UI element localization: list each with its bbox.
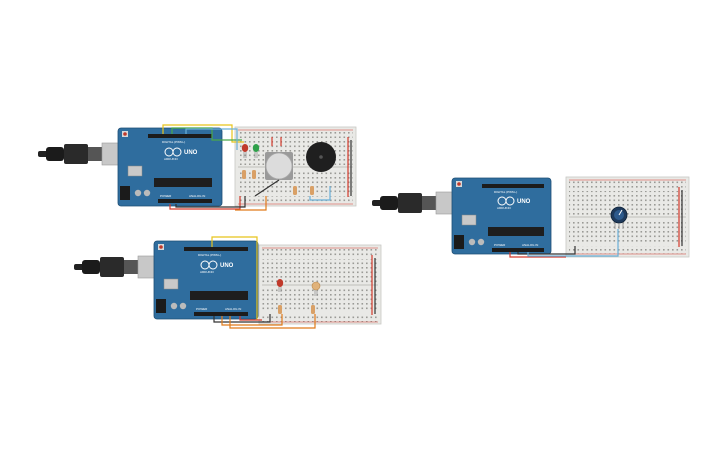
arduino-uno-board[interactable]: DIGITAL (PWM~) UNO ARDUINO POWER ANALOG … [451, 177, 552, 255]
power-label: POWER [160, 194, 172, 198]
photoresistor[interactable] [311, 281, 321, 296]
circuit-3[interactable]: DIGITAL (PWM~) UNO ARDUINO POWER ANALOG … [372, 176, 690, 258]
board-model: UNO [184, 150, 198, 156]
red-led[interactable] [276, 279, 284, 292]
analog-header[interactable] [492, 248, 544, 252]
red-led[interactable] [241, 144, 249, 158]
piezo-buzzer[interactable] [306, 142, 336, 172]
power-jack[interactable] [120, 186, 130, 200]
microcontroller-chip [190, 291, 248, 300]
circuit-1[interactable]: DIGITAL (PWM~) UNO ARDUINO POWER ANALOG … [38, 124, 357, 211]
usb-cable[interactable] [74, 255, 165, 279]
reset-button[interactable] [123, 132, 127, 136]
analog-header[interactable] [158, 199, 212, 203]
arduino-uno-board[interactable]: DIGITAL (PWM~) UNO ARDUINO POWER ANALOG … [153, 240, 259, 320]
digital-label: DIGITAL (PWM~) [198, 253, 221, 257]
usb-cable[interactable] [372, 191, 463, 215]
microcontroller-chip [154, 178, 212, 187]
board-model: UNO [517, 199, 531, 205]
power-label: POWER [494, 243, 506, 247]
digital-header[interactable] [148, 134, 212, 138]
analog-label: ANALOG IN [225, 307, 241, 311]
reset-button[interactable] [159, 245, 163, 249]
board-brand: ARDUINO [497, 206, 512, 210]
board-brand: ARDUINO [200, 270, 215, 274]
digital-header[interactable] [184, 247, 248, 251]
green-led[interactable] [252, 144, 260, 158]
digital-label: DIGITAL (PWM~) [494, 190, 517, 194]
digital-header[interactable] [482, 184, 544, 188]
circuit-2[interactable]: DIGITAL (PWM~) UNO ARDUINO POWER ANALOG … [74, 236, 382, 329]
digital-label: DIGITAL (PWM~) [162, 140, 185, 144]
resistor[interactable] [242, 170, 314, 195]
power-jack[interactable] [454, 235, 464, 249]
board-brand: ARDUINO [164, 157, 179, 161]
microcontroller-chip [488, 227, 544, 236]
wires[interactable] [509, 187, 683, 258]
potentiometer[interactable] [610, 206, 628, 229]
arduino-uno-board[interactable]: DIGITAL (PWM~) UNO ARDUINO POWER ANALOG … [117, 127, 223, 207]
analog-label: ANALOG IN [189, 194, 205, 198]
breadboard[interactable] [565, 176, 690, 258]
power-jack[interactable] [156, 299, 166, 313]
resistor[interactable] [278, 305, 315, 314]
wires[interactable] [162, 124, 352, 211]
analog-label: ANALOG IN [522, 243, 538, 247]
board-model: UNO [220, 263, 234, 269]
reset-button[interactable] [457, 182, 461, 186]
push-button[interactable] [265, 152, 293, 180]
wires[interactable] [211, 236, 376, 329]
usb-cable[interactable] [38, 142, 129, 166]
analog-header[interactable] [194, 312, 248, 316]
power-label: POWER [196, 307, 208, 311]
